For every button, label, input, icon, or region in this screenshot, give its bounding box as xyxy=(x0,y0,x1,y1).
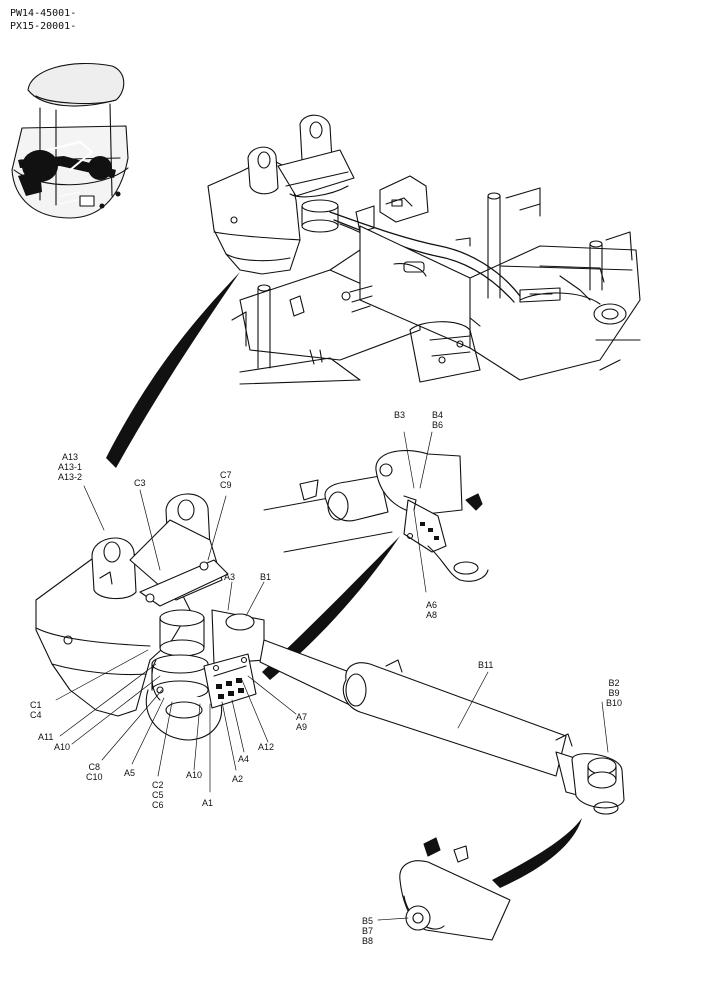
label-c1: C1 C4 xyxy=(30,700,42,720)
label-c3: C3 xyxy=(134,478,146,488)
label-b5-text: B5 xyxy=(362,916,374,926)
rod-end-detail xyxy=(263,450,489,582)
label-c8-text: C8 xyxy=(88,762,101,772)
label-b7-text: B7 xyxy=(362,926,374,936)
serial-range-line-2: PX15-20001- xyxy=(10,21,77,32)
serial-range-line-1: PW14-45001- xyxy=(10,8,77,19)
label-a2: A2 xyxy=(232,774,244,784)
label-b2-text: B2 xyxy=(608,678,620,688)
swing-cylinder xyxy=(259,639,625,815)
label-b1: B1 xyxy=(260,572,272,582)
label-a5: A5 xyxy=(124,768,136,778)
label-a10-mid: A10 xyxy=(186,770,203,780)
label-leader-lines xyxy=(55,431,609,921)
label-b4: B4 B6 xyxy=(432,410,443,430)
label-b4-text: B4 xyxy=(432,410,444,420)
label-a9-text: A9 xyxy=(296,722,308,732)
cylinder-bottom-detail xyxy=(399,837,511,941)
label-c6-text: C6 xyxy=(152,800,164,810)
callout-leader-curves xyxy=(106,272,582,888)
swing-bracket-assembly xyxy=(35,493,265,741)
label-a10-left: A10 xyxy=(54,742,71,752)
label-a4: A4 xyxy=(238,754,250,764)
label-a11: A11 xyxy=(38,732,54,742)
label-a12: A12 xyxy=(258,742,275,752)
label-b5: B5 B7 B8 xyxy=(362,916,373,946)
label-b9-text: B9 xyxy=(608,688,620,698)
label-a13: A13 A13-1 A13-2 xyxy=(58,452,82,482)
label-c2-text: C2 xyxy=(152,780,164,790)
label-c1-text: C1 xyxy=(30,700,42,710)
label-c2: C2 C5 C6 xyxy=(152,780,164,810)
label-c4-text: C4 xyxy=(30,710,42,720)
label-b6-text: B6 xyxy=(432,420,444,430)
label-a8-text: A8 xyxy=(426,610,438,620)
label-c8: C8 C10 xyxy=(86,762,103,782)
label-c7-text: C7 xyxy=(220,470,232,480)
label-a7-text: A7 xyxy=(296,712,308,722)
label-a13-1-text: A13-1 xyxy=(58,462,83,472)
label-b10-text: B10 xyxy=(606,698,623,708)
upper-chassis-view xyxy=(207,114,641,385)
label-a1: A1 xyxy=(202,798,214,808)
label-c5-text: C5 xyxy=(152,790,164,800)
label-b11: B11 xyxy=(478,660,494,670)
label-c9-text: C9 xyxy=(220,480,232,490)
label-c7: C7 C9 xyxy=(220,470,232,490)
label-a7: A7 A9 xyxy=(296,712,307,732)
label-a6: A6 A8 xyxy=(426,600,437,620)
label-a13-text: A13 xyxy=(62,452,79,462)
label-b2: B2 B9 B10 xyxy=(606,678,622,708)
label-b8-text: B8 xyxy=(362,936,374,946)
label-a6-text: A6 xyxy=(426,600,438,610)
label-a3: A3 xyxy=(224,572,236,582)
label-a13-2-text: A13-2 xyxy=(58,472,83,482)
label-c10-text: C10 xyxy=(86,772,103,782)
machine-overview-thumbnail xyxy=(11,62,129,219)
label-b3: B3 xyxy=(394,410,406,420)
